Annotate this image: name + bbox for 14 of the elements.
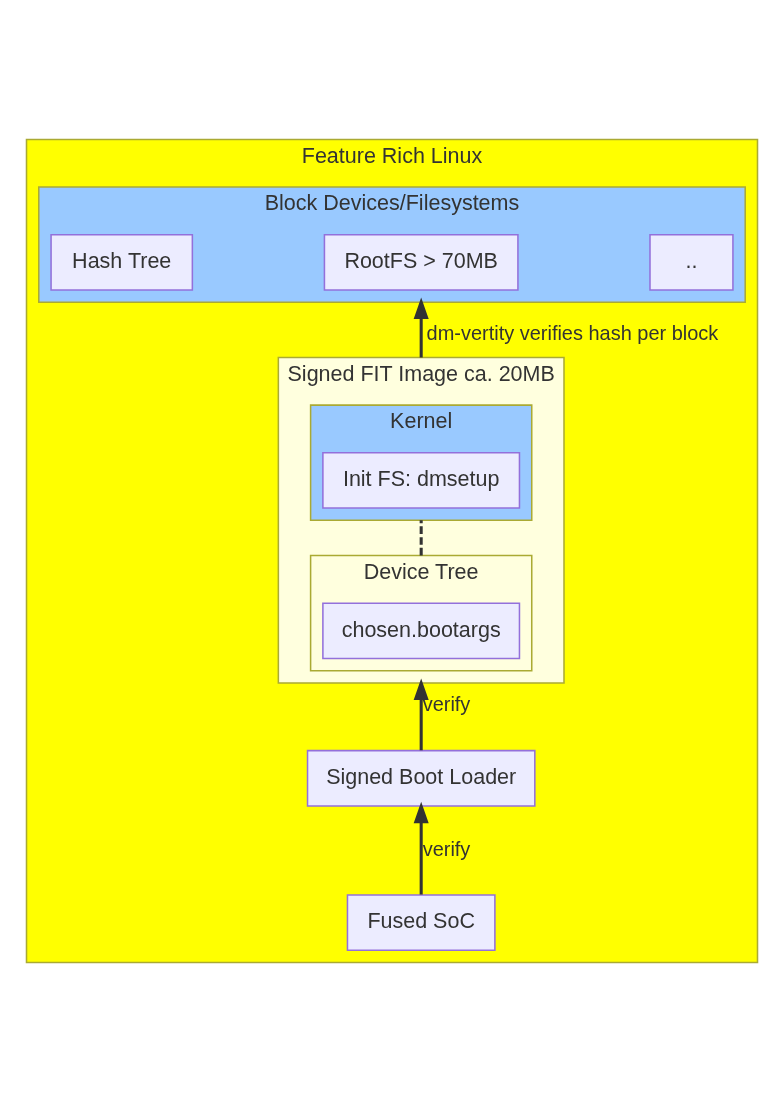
edge-label: dm-vertity verifies hash per block: [426, 321, 719, 344]
node-box: Hash Tree: [50, 233, 194, 291]
node-box: ..: [649, 233, 734, 291]
node-box: Fused SoC: [346, 893, 496, 951]
edge-label: verify: [422, 837, 471, 860]
arrow: [413, 677, 429, 750]
edge-label: verify: [422, 692, 471, 715]
node-box: Init FS: dmsetup: [322, 451, 521, 509]
node-box: chosen.bootargs: [322, 601, 521, 659]
node-box: Signed Boot Loader: [306, 749, 536, 807]
arrow: [413, 297, 429, 357]
node-box: RootFS > 70MB: [323, 233, 519, 291]
connector: [419, 519, 423, 556]
arrow: [413, 801, 429, 895]
